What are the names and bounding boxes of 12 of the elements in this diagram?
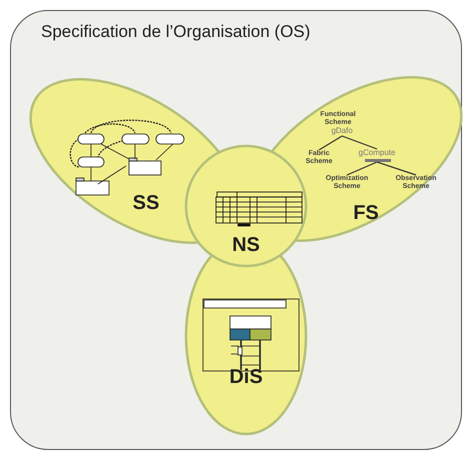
tree-line — [318, 135, 342, 151]
organisation-panel — [10, 10, 462, 450]
section-label: DiS — [228, 366, 264, 388]
panel-title: Specification de l’Organisation (OS) — [41, 23, 310, 42]
tree-line — [376, 161, 416, 176]
tree-line — [342, 135, 378, 150]
section-label: FS — [352, 202, 380, 224]
tree-line — [346, 161, 378, 176]
section-label: NS — [231, 234, 261, 256]
scheme-label: gDafo — [330, 127, 354, 136]
scheme-label: gCompute — [358, 149, 396, 158]
section-label: SS — [132, 192, 160, 214]
